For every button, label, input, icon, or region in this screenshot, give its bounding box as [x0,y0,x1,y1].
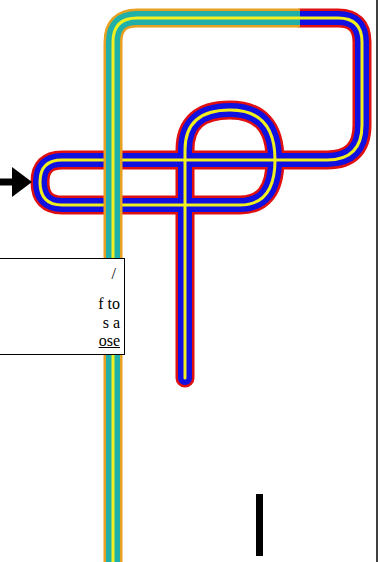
note-text: / [112,265,116,283]
pointer-arrow [0,167,32,197]
note-box: / f tos aose [0,258,125,355]
note-text: ose [99,332,120,350]
teal-rope [113,18,300,562]
note-text: f to [98,295,120,313]
note-text: s a [103,314,120,332]
black-bar [256,494,263,556]
frame-line [376,0,378,562]
